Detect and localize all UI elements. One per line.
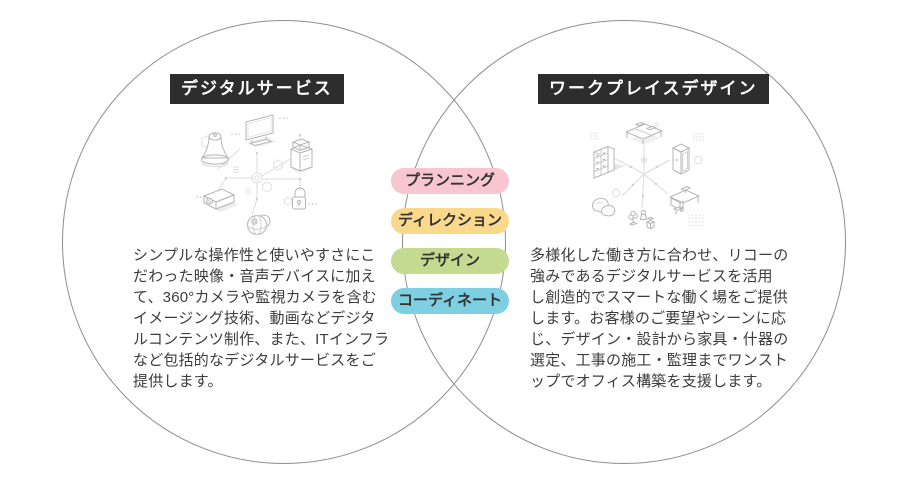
circle-decorations-icon: [611, 122, 703, 198]
desk-with-chair-icon: [668, 185, 701, 214]
overlap-label-design: デザイン: [391, 248, 509, 274]
left-circle-title: デジタルサービス: [170, 74, 344, 104]
spherical-camera-icon: [247, 214, 271, 235]
360-camera-icon: [201, 132, 229, 167]
office-furniture-illustration: [590, 121, 704, 230]
bean-bags-icon: [591, 197, 616, 217]
right-circle-outline: [402, 20, 846, 464]
desk-cluster-icon: [624, 121, 664, 145]
overlap-label-coordinate: コーディネート: [391, 288, 509, 314]
cabinet-booth-icon: [671, 143, 691, 175]
right-circle-title: ワークプレイスデザイン: [538, 74, 769, 104]
network-dots-icon: [196, 117, 317, 205]
padlock-icon: [292, 187, 306, 210]
dot-grid-icon: [590, 132, 704, 227]
right-circle-description: 多様化した働き方に合わせ、リコーの 強みであるデジタルサービスを活用 し創造的で…: [530, 247, 789, 390]
overlap-label-planning: プランニング: [391, 168, 509, 194]
digital-devices-illustration: [196, 114, 317, 235]
display-monitor-icon: [245, 114, 276, 147]
projector-icon: [202, 188, 238, 212]
printer-mfp-icon: [290, 138, 313, 173]
network-dots-icon: [629, 158, 659, 198]
locker-shelf-icon: [593, 145, 626, 179]
plants-and-boxes-icon: [628, 210, 656, 230]
overlap-labels: プランニング ディレクション デザイン コーディネート: [391, 168, 509, 314]
overlap-label-direction: ディレクション: [391, 208, 509, 234]
left-circle-description: シンプルな操作性と使いやすさにこ だわった映像・音声デバイスに加え て、360°…: [133, 247, 390, 390]
